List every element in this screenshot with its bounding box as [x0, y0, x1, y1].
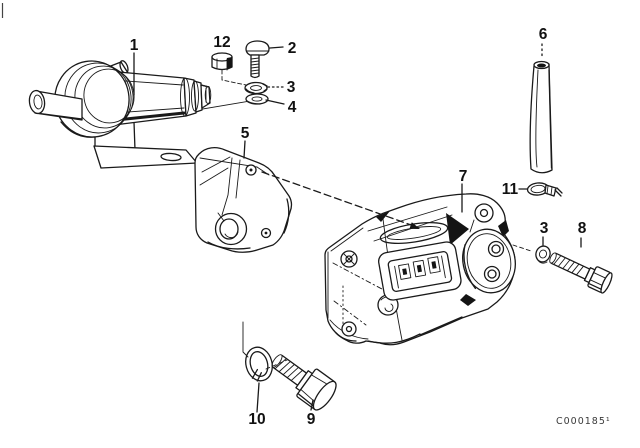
leader-lines	[133, 43, 582, 413]
part-9-screw	[271, 354, 337, 411]
locating-arrow-cover-to-body	[261, 171, 420, 229]
part-2-screw	[245, 40, 270, 79]
part-7-valve-body	[324, 193, 516, 346]
callouts: 1 2 3 4 5 6 7 3 8 9 10 11 12	[130, 26, 587, 428]
part-12-nut	[211, 52, 247, 86]
callout-3-left[interactable]: 3	[287, 79, 296, 96]
callout-3-right[interactable]: 3	[540, 220, 549, 237]
callout-11[interactable]: 11	[502, 181, 519, 198]
callout-8[interactable]: 8	[578, 220, 587, 237]
part-6-hose	[529, 60, 553, 174]
part-4-washer	[245, 93, 269, 105]
part-5-cover	[194, 147, 293, 253]
part-1-auxiliary-air-valve	[28, 60, 212, 169]
callout-2[interactable]: 2	[288, 40, 297, 57]
part-8-bolt	[549, 252, 613, 294]
part-3-lock-washer-left	[244, 81, 268, 95]
part-3-lock-washer-right	[512, 244, 551, 264]
part-11-hose-clamp	[526, 182, 563, 197]
callout-12[interactable]: 12	[213, 34, 230, 51]
diagram-code: C000185¹	[556, 416, 611, 427]
callout-5[interactable]: 5	[241, 125, 250, 142]
callout-4[interactable]: 4	[288, 99, 297, 116]
callout-1[interactable]: 1	[130, 37, 139, 54]
callout-10[interactable]: 10	[248, 411, 265, 428]
part-10-o-ring	[242, 321, 288, 382]
callout-7[interactable]: 7	[459, 168, 468, 185]
callout-9[interactable]: 9	[307, 411, 316, 428]
callout-6[interactable]: 6	[539, 26, 548, 43]
